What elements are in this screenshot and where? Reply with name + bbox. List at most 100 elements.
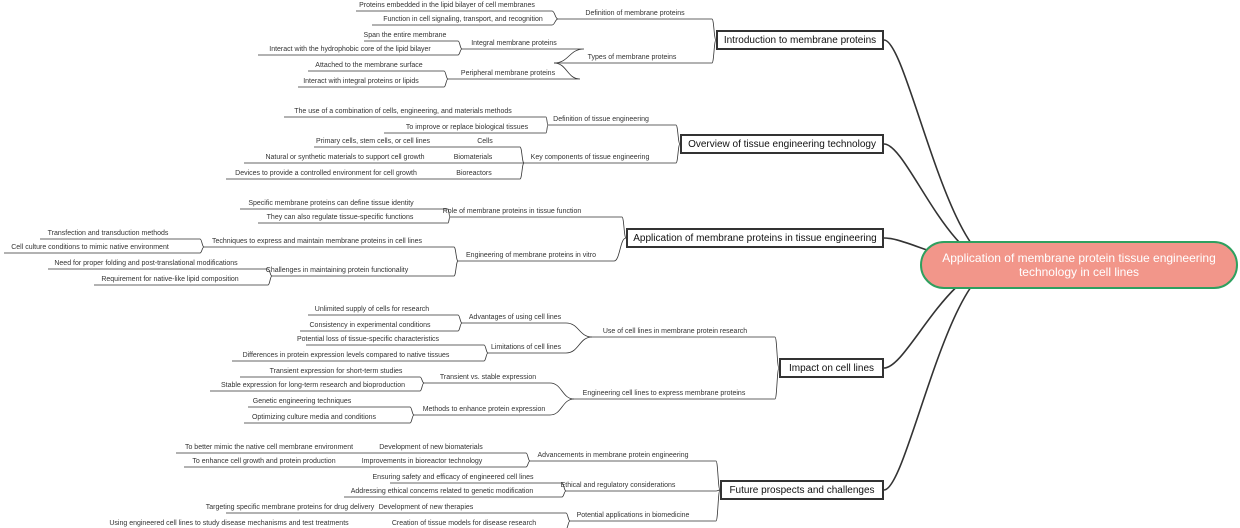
- connector-line: [210, 382, 425, 392]
- connector-line: [244, 414, 415, 424]
- topic-label[interactable]: Improvements in bioreactor technology: [361, 458, 483, 465]
- root-node[interactable]: Application of membrane protein tissue e…: [920, 241, 1238, 289]
- topic-label[interactable]: Advantages of using cell lines: [468, 314, 562, 321]
- connector-line: [248, 406, 415, 416]
- topic-label[interactable]: Optimizing culture media and conditions: [251, 414, 377, 421]
- connector-line: [94, 275, 273, 286]
- topic-label[interactable]: Methods to enhance protein expression: [422, 406, 546, 413]
- topic-label[interactable]: Span the entire membrane: [363, 32, 447, 39]
- topic-label[interactable]: Genetic engineering techniques: [252, 398, 352, 405]
- topic-label[interactable]: Techniques to express and maintain membr…: [211, 238, 423, 245]
- branch-application[interactable]: Application of membrane proteins in tiss…: [626, 228, 884, 248]
- topic-label[interactable]: Definition of tissue engineering: [553, 116, 649, 123]
- connector-line: [284, 116, 549, 126]
- topic-label[interactable]: Using engineered cell lines to study dis…: [109, 520, 349, 527]
- topic-label[interactable]: Peripheral membrane proteins: [460, 70, 556, 77]
- topic-label[interactable]: Differences in protein expression levels…: [242, 352, 450, 359]
- topic-label[interactable]: Ensuring safety and efficacy of engineer…: [372, 474, 534, 481]
- topic-label[interactable]: Definition of membrane proteins: [585, 10, 685, 17]
- topic-label[interactable]: To better mimic the native cell membrane…: [184, 444, 354, 451]
- topic-label[interactable]: Cells: [477, 138, 493, 145]
- connector-line: [372, 18, 559, 26]
- topic-label[interactable]: Primary cells, stem cells, or cell lines: [316, 138, 430, 145]
- connector-line: [390, 482, 567, 492]
- branch-future-prospects[interactable]: Future prospects and challenges: [720, 480, 884, 500]
- branch-tissue-engineering-overview[interactable]: Overview of tissue engineering technolog…: [680, 134, 884, 154]
- connector-line: [232, 352, 489, 362]
- topic-label[interactable]: They can also regulate tissue-specific f…: [266, 214, 414, 221]
- connector-line: [462, 48, 585, 64]
- topic-label[interactable]: Development of new biomaterials: [379, 444, 483, 451]
- connector-line: [308, 70, 449, 80]
- topic-label[interactable]: Function in cell signaling, transport, a…: [383, 16, 543, 23]
- connector-line: [574, 367, 780, 400]
- connector-line: [530, 460, 721, 491]
- topic-label[interactable]: Limitations of cell lines: [490, 344, 562, 351]
- topic-label[interactable]: Challenges in maintaining protein functi…: [265, 267, 409, 274]
- topic-label[interactable]: Attached to the membrane surface: [315, 62, 423, 69]
- connector-line: [368, 460, 531, 468]
- connector-line: [344, 490, 567, 498]
- topic-label[interactable]: Use of cell lines in membrane protein re…: [602, 328, 748, 335]
- topic-label[interactable]: Biomaterials: [453, 154, 493, 161]
- connector-line: [554, 39, 717, 64]
- connector-line: [204, 246, 459, 262]
- topic-label[interactable]: Targeting specific membrane proteins for…: [205, 504, 375, 511]
- connector-line: [883, 264, 1001, 491]
- connector-line: [240, 376, 425, 384]
- topic-label[interactable]: Transient vs. stable expression: [439, 374, 537, 381]
- topic-label[interactable]: Transfection and transduction methods: [47, 230, 169, 237]
- topic-label[interactable]: The use of a combination of cells, engin…: [294, 108, 512, 115]
- topic-label[interactable]: Types of membrane proteins: [587, 54, 677, 61]
- topic-label[interactable]: Consistency in experimental conditions: [309, 322, 431, 329]
- topic-label[interactable]: Proteins embedded in the lipid bilayer o…: [359, 2, 535, 9]
- topic-label[interactable]: Natural or synthetic materials to suppor…: [265, 154, 425, 161]
- topic-label[interactable]: Bioreactors: [456, 170, 492, 177]
- topic-label[interactable]: Requirement for native-like lipid compos…: [101, 276, 239, 283]
- topic-label[interactable]: Potential loss of tissue-specific charac…: [297, 336, 439, 343]
- connector-line: [4, 246, 205, 254]
- connector-line: [592, 336, 780, 369]
- topic-label[interactable]: Addressing ethical concerns related to g…: [350, 488, 534, 495]
- connector-line: [488, 336, 593, 354]
- connector-line: [570, 489, 721, 522]
- topic-label[interactable]: To improve or replace biological tissues: [405, 124, 529, 131]
- topic-label[interactable]: Integral membrane proteins: [471, 40, 557, 47]
- connector-line: [566, 489, 721, 492]
- connector-line: [458, 237, 627, 262]
- connector-line: [48, 268, 273, 277]
- connector-line: [548, 124, 681, 145]
- topic-label[interactable]: Creation of tissue models for disease re…: [391, 520, 537, 527]
- connector-line: [414, 398, 575, 416]
- connector-line: [258, 48, 463, 56]
- topic-label[interactable]: Advancements in membrane protein enginee…: [537, 452, 689, 459]
- topic-label[interactable]: Unlimited supply of cells for research: [314, 306, 430, 313]
- branch-introduction[interactable]: Introduction to membrane proteins: [716, 30, 884, 50]
- topic-label[interactable]: Stable expression for long-term research…: [220, 382, 406, 389]
- connector-line: [272, 260, 459, 277]
- topic-label[interactable]: Interact with integral proteins or lipid…: [303, 78, 419, 85]
- topic-label[interactable]: Ethical and regulatory considerations: [560, 482, 676, 489]
- connector-line: [386, 452, 531, 462]
- topic-label[interactable]: Need for proper folding and post-transla…: [54, 260, 238, 267]
- topic-label[interactable]: Cell culture conditions to mimic native …: [11, 244, 169, 251]
- topic-label[interactable]: Development of new therapies: [378, 504, 474, 511]
- topic-label[interactable]: Engineering cell lines to express membra…: [582, 390, 746, 397]
- topic-label[interactable]: Key components of tissue engineering: [530, 154, 650, 161]
- topic-label[interactable]: Engineering of membrane proteins in vitr…: [466, 252, 596, 259]
- branch-impact-cell-lines[interactable]: Impact on cell lines: [779, 358, 884, 378]
- topic-label[interactable]: Interact with the hydrophobic core of th…: [269, 46, 431, 53]
- topic-label[interactable]: Potential applications in biomedicine: [576, 512, 690, 519]
- connector-line: [258, 216, 451, 224]
- connector-line: [462, 322, 593, 338]
- topic-label[interactable]: Role of membrane proteins in tissue func…: [442, 208, 582, 215]
- topic-label[interactable]: Specific membrane proteins can define ti…: [248, 200, 414, 207]
- topic-label[interactable]: Devices to provide a controlled environm…: [235, 170, 417, 177]
- connector-line: [424, 382, 575, 400]
- connector-line: [440, 146, 525, 164]
- connector-line: [306, 344, 489, 354]
- connector-line: [298, 78, 449, 88]
- topic-label[interactable]: To enhance cell growth and protein produ…: [192, 458, 336, 465]
- topic-label[interactable]: Transient expression for short-term stud…: [269, 368, 403, 375]
